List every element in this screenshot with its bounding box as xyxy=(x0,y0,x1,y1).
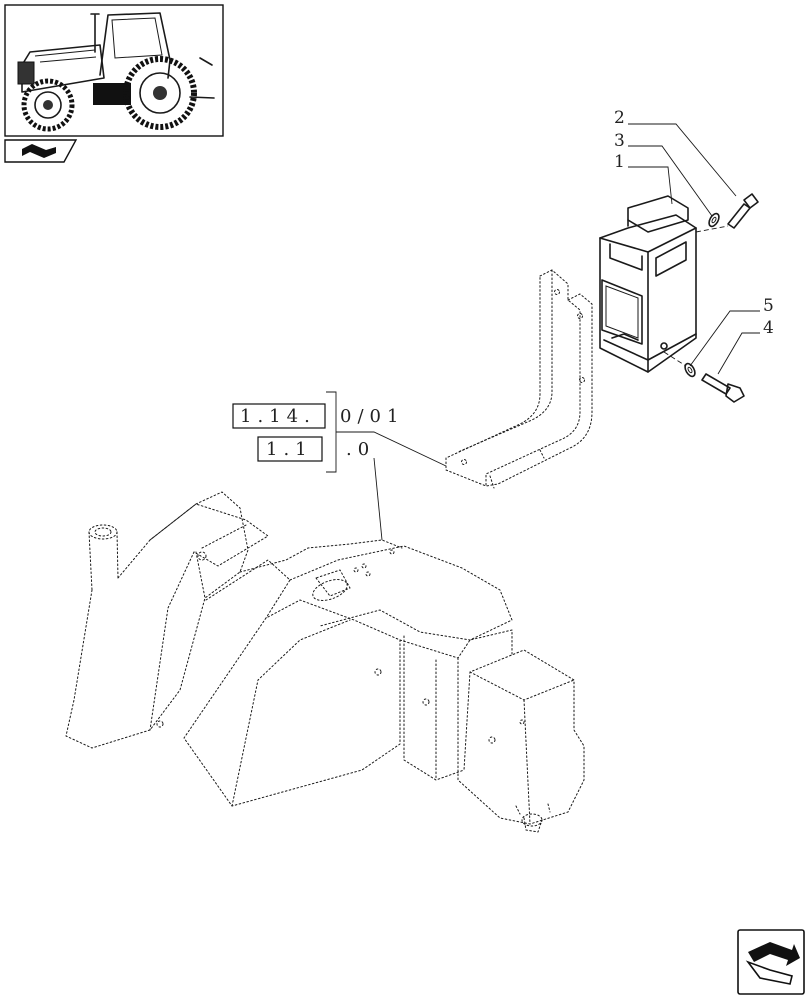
tractor-thumbnail-icon[interactable] xyxy=(4,4,224,137)
svg-text:1: 1 xyxy=(614,152,625,172)
callout-1: 1 xyxy=(614,152,673,205)
svg-text:1.1: 1.1 xyxy=(266,439,313,460)
part-washer-lower xyxy=(663,351,696,378)
reference-b[interactable]: 1.1 .0 xyxy=(257,436,375,462)
callout-4: 4 xyxy=(717,318,774,375)
reference-bracket-lines xyxy=(326,391,447,541)
svg-text:1.14.: 1.14. xyxy=(240,406,316,427)
callout-5: 5 xyxy=(689,296,774,367)
svg-text:3: 3 xyxy=(614,131,625,151)
next-page-arrow-icon[interactable] xyxy=(737,929,805,995)
part-bracket xyxy=(445,269,593,489)
svg-text:2: 2 xyxy=(614,108,625,128)
reference-a[interactable]: 1.14. 0/01 xyxy=(232,403,404,429)
svg-text:5: 5 xyxy=(763,296,774,316)
part-washer-upper xyxy=(708,212,720,228)
section-book-icon[interactable] xyxy=(4,139,78,163)
svg-text:0/01: 0/01 xyxy=(340,406,404,427)
callout-2: 2 xyxy=(614,108,737,197)
part-fuel-tank xyxy=(65,491,585,833)
part-holder-block xyxy=(599,195,697,373)
part-bolt-lower xyxy=(701,373,745,403)
callout-3: 3 xyxy=(614,131,713,217)
part-bolt-upper xyxy=(695,193,759,233)
svg-text:4: 4 xyxy=(763,318,774,338)
svg-text:.0: .0 xyxy=(346,439,375,460)
